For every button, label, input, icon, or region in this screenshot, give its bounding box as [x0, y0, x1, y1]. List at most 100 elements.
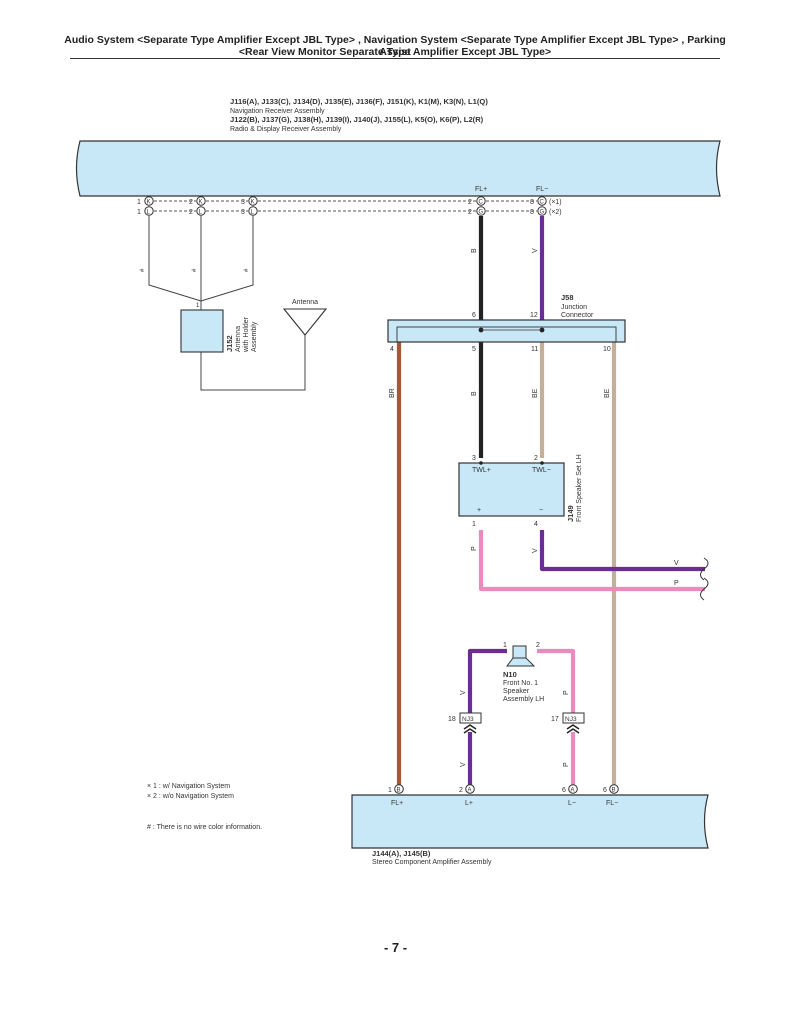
speaker-set-minus: −: [539, 507, 543, 514]
wire-color-label: V: [460, 762, 467, 767]
speaker-set-code: J149: [566, 505, 575, 522]
amp-pin-label: FL+: [391, 800, 403, 807]
nj3-pin-left: 18: [448, 716, 456, 723]
junction-connector: J58 Junction Connector 6 12 4 5 11 10: [387, 293, 626, 353]
amp-pin-label: L−: [568, 800, 576, 807]
notes: × 1 : w/ Navigation System × 2 : w/o Nav…: [147, 783, 262, 831]
receiver-pin-conn: L: [199, 210, 203, 216]
pin-dashes: [154, 200, 537, 212]
nj3-pin-right: 17: [551, 716, 559, 723]
speaker-set-pin: 1: [472, 521, 476, 528]
receiver-pin-conn: L: [251, 210, 255, 216]
antenna-name-3: Assembly: [251, 321, 258, 352]
header-rule: [70, 58, 720, 59]
amp-pin-conn: A: [571, 788, 575, 794]
header-line-2: <Rear View Monitor Separate Type Amplifi…: [238, 46, 552, 58]
speaker-n10-code: N10: [503, 670, 517, 679]
speaker-n10-name-1: Front No. 1: [503, 680, 538, 687]
note-1: × 1 : w/ Navigation System: [147, 783, 230, 790]
receiver-body: [75, 140, 721, 197]
speaker-n10-name-2: Speaker: [503, 688, 530, 695]
wire-mark: #: [192, 268, 198, 272]
note-2: × 2 : w/o Navigation System: [147, 793, 234, 800]
receiver-pin-number: 8: [530, 199, 534, 206]
nj3-connectors: NJ3 18 NJ3 17: [448, 712, 585, 734]
speaker-set-plus: +: [477, 507, 481, 514]
speaker-n10-name-3: Assembly LH: [503, 696, 544, 703]
speaker-set-name: Front Speaker Set LH: [576, 454, 583, 522]
antenna-label-rotated: J152 Antenna with Holder Assembly: [225, 316, 258, 353]
amp-pin-conn: B: [612, 788, 616, 794]
wire-color-label: P: [563, 690, 570, 695]
amplifier-name: Stereo Component Amplifier Assembly: [372, 859, 492, 866]
receiver-note-2: (×2): [549, 209, 562, 216]
amp-pin-label: L+: [465, 800, 473, 807]
receiver-note-1: (×1): [549, 199, 562, 206]
amp-pin-num: 1: [388, 787, 392, 794]
receiver-pin-conn: C: [479, 200, 484, 206]
receiver-pin-number: 2: [468, 199, 472, 206]
antenna-pin: 1: [196, 303, 200, 309]
receiver-pin-conn: L: [147, 210, 151, 216]
junction-pin: 10: [603, 346, 611, 353]
wire-color-label: BR: [389, 388, 396, 398]
wire-color-label: P: [563, 762, 570, 767]
antenna-symbol: Antenna: [282, 299, 328, 336]
speaker-n10-pin: 2: [536, 642, 540, 649]
speaker-set-twl-plus: TWL+: [472, 467, 491, 474]
speaker-n10-pin: 1: [503, 642, 507, 649]
receiver-pin-conn: K: [147, 200, 151, 206]
receiver-pin-conn: G: [540, 210, 545, 216]
receiver-codes-nav: J116(A), J133(C), J134(D), J135(E), J136…: [230, 97, 488, 106]
junction-pin: 5: [472, 346, 476, 353]
receiver-pins: 1 K 1 L 2 K 2 L 3 K 3 L 2 C 2 G 8 C 8 G …: [137, 196, 562, 216]
speaker-set-pin: 4: [534, 521, 538, 528]
junction-pin: 11: [531, 346, 538, 353]
receiver-pin-conn: K: [199, 200, 203, 206]
wire-color-label: B: [471, 248, 478, 253]
front-speaker-set: 3 2 TWL+ TWL− + − 1 4 J149 Front Speaker…: [458, 454, 583, 528]
wire-color-label: BE: [604, 388, 611, 398]
amp-pin-label: FL−: [606, 800, 618, 807]
receiver-fl-plus-label: FL+: [475, 186, 487, 193]
receiver-block: J116(A), J133(C), J134(D), J135(E), J136…: [75, 97, 721, 197]
receiver-pin-number: 3: [241, 209, 245, 216]
amp-pin-conn: A: [468, 788, 472, 794]
receiver-name-radio: Radio & Display Receiver Assembly: [230, 126, 342, 133]
antenna-name-1: Antenna: [235, 326, 242, 352]
antenna-holder-box: [180, 309, 224, 353]
header-line-1: Audio System <Separate Type Amplifier Ex…: [64, 34, 726, 58]
junction-pin: 4: [390, 346, 394, 353]
receiver-pin-number: 2: [189, 199, 193, 206]
wire-color-label: V: [460, 690, 467, 695]
wire-color-label: V: [532, 248, 539, 253]
junction-code: J58: [561, 293, 574, 302]
receiver-codes-radio: J122(B), J137(G), J138(H), J139(I), J140…: [230, 115, 484, 124]
receiver-fl-minus-label: FL−: [536, 186, 548, 193]
junction-pin: 6: [472, 312, 476, 319]
wire-color-label: V: [532, 548, 539, 553]
antenna-symbol-label: Antenna: [292, 299, 318, 306]
receiver-pin-conn: K: [251, 200, 255, 206]
receiver-pin-number: 2: [189, 209, 193, 216]
wire-color-labels: B V BR B BE BE P V V P V P: [389, 248, 611, 767]
amp-pin-num: 6: [562, 787, 566, 794]
wire-break-marks: [700, 557, 709, 601]
wire-mark: #: [140, 268, 146, 272]
wire-mark: #: [244, 268, 250, 272]
speaker-n10: 1 2 N10 Front No. 1 Speaker Assembly LH: [503, 642, 544, 703]
antenna-wires: [148, 216, 306, 391]
amplifier-block: J144(A), J145(B) Stereo Component Amplif…: [351, 784, 709, 866]
receiver-pin-number: 8: [530, 209, 534, 216]
receiver-pin-number: 1: [137, 209, 141, 216]
receiver-name-nav: Navigation Receiver Assembly: [230, 108, 325, 115]
junction-pin: 12: [530, 312, 538, 319]
receiver-pin-conn: C: [540, 200, 545, 206]
amplifier-code: J144(A), J145(B): [372, 849, 431, 858]
wire-color-label: P: [471, 546, 478, 551]
amp-pin-conn: B: [397, 788, 401, 794]
wire-color-label: B: [471, 391, 478, 396]
nj3-label: NJ3: [565, 716, 577, 723]
junction-name-1: Junction: [561, 304, 587, 311]
receiver-pin-conn: G: [479, 210, 484, 216]
